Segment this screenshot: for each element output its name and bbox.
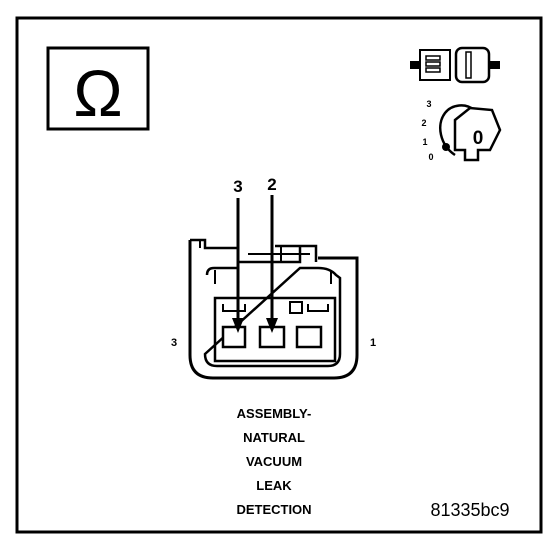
probe-pin-label-2: 2 (267, 175, 276, 194)
terminal-3 (221, 325, 247, 349)
probe-arrows (232, 195, 278, 333)
terminal-1 (295, 325, 323, 349)
component-name: ASSEMBLY- NATURAL VACUUM LEAK DETECTION (236, 406, 311, 517)
ignition-position-3: 3 (426, 99, 431, 109)
ignition-position-1: 1 (422, 137, 427, 147)
component-name-line-4: LEAK (256, 478, 292, 493)
component-name-line-1: ASSEMBLY- (237, 406, 312, 421)
side-pin-label-right: 1 (370, 337, 376, 349)
figure-id: 81335bc9 (430, 500, 509, 520)
key-position-glyph: 0 (473, 128, 484, 149)
connector-face (188, 238, 359, 380)
component-name-line-2: NATURAL (243, 430, 305, 445)
component-name-line-5: DETECTION (236, 502, 311, 517)
ignition-position-0: 0 (428, 152, 433, 162)
connector-cavity (213, 296, 337, 363)
connector-shell-outer (188, 240, 359, 380)
ohmmeter-symbol: Ω (46, 46, 150, 131)
ignition-position-2: 2 (421, 118, 426, 128)
side-pin-label-left: 3 (171, 337, 177, 349)
disconnected-connector-icon (410, 46, 500, 84)
ohm-icon: Ω (73, 56, 122, 130)
probe-pin-label-3: 3 (233, 177, 242, 196)
ignition-key-icon: 3 2 1 0 0 (421, 99, 502, 162)
ohm-box (46, 46, 150, 131)
component-name-line-3: VACUUM (246, 454, 302, 469)
connector-shell-inner (203, 266, 342, 368)
